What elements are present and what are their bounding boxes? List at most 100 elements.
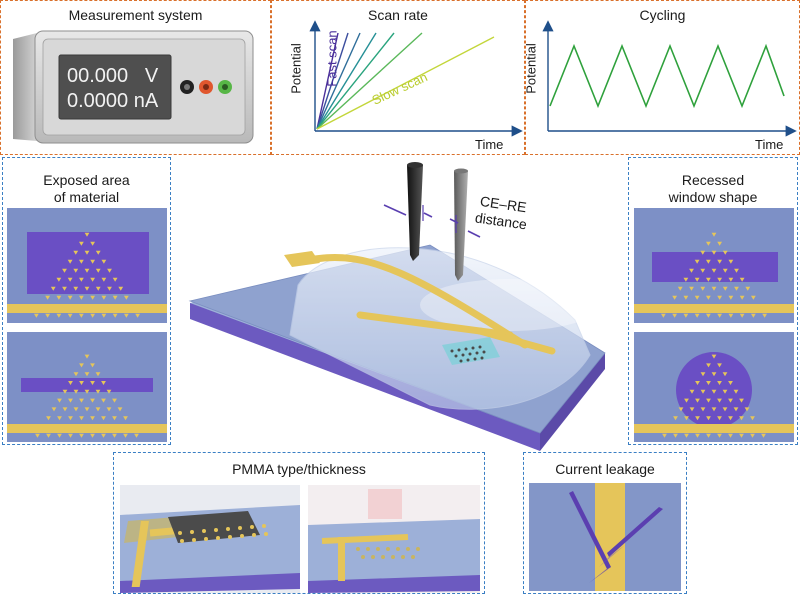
scan-line-4: [316, 32, 377, 130]
display-voltage-readout: 00.000 V: [67, 65, 159, 87]
scan-line-6: [316, 32, 423, 130]
nanotriangle: [677, 286, 683, 291]
nanotriangle: [79, 363, 84, 368]
triangle-wave: [549, 43, 785, 109]
nanotriangle: [700, 372, 706, 377]
cycling-y-label: Potential: [523, 43, 539, 94]
nanotriangle: [78, 277, 84, 282]
nanotriangle: [662, 433, 667, 438]
nanotriangle: [717, 381, 722, 385]
nanotriangle: [711, 250, 717, 255]
scan-line-1: [316, 32, 339, 130]
nanotriangle: [67, 259, 73, 264]
nanotriangle: [673, 416, 678, 421]
nanotriangle: [744, 425, 750, 429]
nanotriangle: [84, 425, 90, 429]
nanotriangle: [73, 407, 79, 412]
nanotriangle: [40, 425, 46, 429]
nanotriangle: [107, 304, 112, 309]
nanotriangle: [45, 295, 51, 300]
nanotriangle: [117, 407, 123, 412]
scan-rate-x-label: Time: [475, 137, 504, 152]
current-leakage-title: Current leakage: [555, 461, 655, 477]
nanotriangle: [728, 259, 734, 264]
nanotriangle: [79, 433, 84, 438]
nanotriangle: [84, 286, 90, 291]
measurement-system-title: Measurement system: [68, 7, 203, 23]
nanotriangle: [689, 304, 694, 309]
nanotriangle: [689, 425, 695, 429]
nanotriangle: [90, 363, 95, 368]
nanotriangle: [700, 268, 706, 273]
nanotriangle: [705, 295, 711, 300]
nanotriangle: [62, 425, 68, 429]
nanotriangle: [695, 433, 700, 438]
nanotriangle: [711, 389, 717, 394]
nanotriangle: [73, 389, 79, 394]
nanotriangle: [717, 313, 723, 318]
nanotriangle: [700, 425, 706, 429]
nanotriangle: [135, 313, 141, 318]
nanotriangle: [700, 389, 706, 394]
nanotriangle: [672, 295, 678, 300]
recessed-circular-window: [634, 332, 794, 442]
display-screen: [58, 54, 172, 120]
nanotriangle: [46, 433, 51, 438]
nanotriangle: [706, 416, 711, 421]
nanotriangle: [695, 398, 700, 403]
pmma-title: PMMA type/thickness: [232, 461, 366, 477]
nanotriangle-array: [35, 354, 139, 438]
nanotriangle: [711, 268, 717, 273]
nanotriangle: [705, 313, 711, 318]
ce-re-distance-label: CE–RE distance: [474, 192, 528, 233]
exposed-area-title: Exposed area of material: [43, 172, 130, 205]
nanotriangle: [56, 277, 62, 282]
nanotriangle: [90, 381, 95, 385]
recessed-rectangular-window: [634, 208, 794, 323]
nanotriangle: [95, 407, 101, 412]
nanotriangle: [739, 433, 744, 438]
nanotriangle: [700, 407, 706, 412]
nanotriangle: [90, 416, 95, 421]
exposed-area-narrow-window: [7, 332, 167, 442]
nanotriangle: [744, 407, 750, 412]
nanotriangle: [106, 389, 112, 394]
nanotriangle: [95, 389, 101, 394]
counter-electrode-probe: [407, 165, 423, 261]
nanotriangle: [78, 295, 84, 300]
nanotriangle: [722, 286, 728, 291]
nanotriangle: [84, 304, 90, 309]
nanotriangle: [711, 304, 717, 309]
nanotriangle: [79, 398, 84, 403]
nanotriangle: [750, 313, 756, 318]
scan-line-5: [316, 32, 395, 130]
measurement-system-panel: Measurement system 00.000 V 0.0000 nA: [0, 0, 271, 155]
nanotriangle: [45, 313, 51, 318]
nanotriangle: [717, 259, 723, 264]
nanotriangle: [106, 425, 112, 429]
nanotriangle: [728, 277, 734, 282]
nanotriangle: [689, 268, 694, 273]
nanotriangle: [107, 286, 112, 291]
nanotriangle: [95, 372, 101, 377]
scan-line-7: [316, 36, 495, 130]
nanotriangle: [733, 425, 739, 429]
nanotriangle: [84, 407, 90, 412]
nanotriangle: [694, 313, 700, 318]
nanotriangle-array: [33, 232, 141, 318]
nanotriangle: [694, 259, 700, 264]
fast-scan-label: Fast scan: [324, 30, 340, 87]
cycling-plot: [542, 20, 797, 137]
recessed-window-panel: Recessed window shape: [628, 157, 798, 445]
pmma-panel: PMMA type/thickness: [113, 452, 485, 594]
nanotriangle: [739, 398, 744, 403]
nanotriangle: [722, 372, 728, 377]
nanotriangle: [705, 259, 711, 264]
nanotriangle: [78, 241, 84, 246]
nanotriangle: [67, 313, 73, 318]
nanotriangle: [739, 295, 745, 300]
nanotriangle: [734, 304, 739, 309]
nanotriangle: [50, 286, 56, 291]
nanotriangle: [68, 398, 73, 403]
nanotriangle: [755, 425, 761, 429]
